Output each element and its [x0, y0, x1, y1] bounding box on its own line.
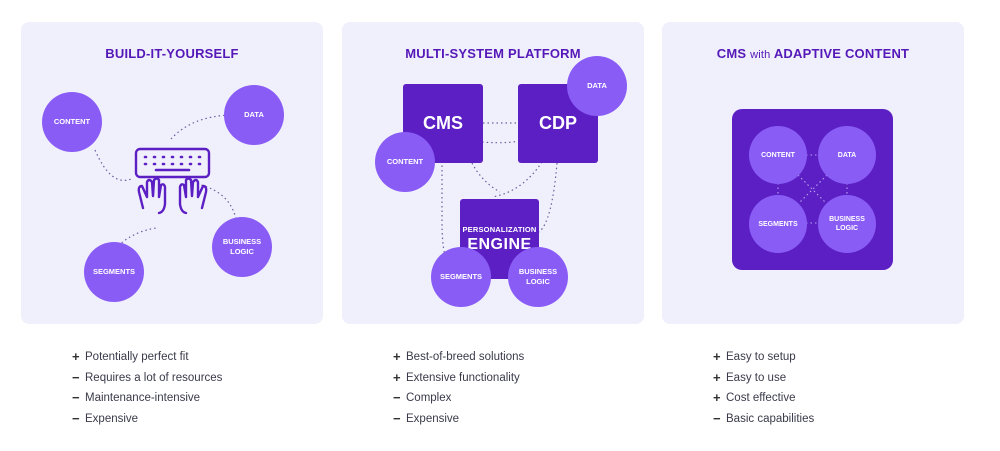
panel-title: CMS with ADAPTIVE CONTENT — [662, 46, 964, 61]
list-item: −Complex — [393, 388, 524, 409]
node-data: DATA — [224, 85, 284, 145]
node-business-logic: BUSINESS LOGIC — [818, 195, 876, 253]
minus-icon: − — [72, 390, 80, 405]
plus-icon: + — [72, 349, 80, 364]
node-segments: SEGMENTS — [431, 247, 491, 307]
minus-icon: − — [72, 410, 80, 426]
node-content: CONTENT — [749, 126, 807, 184]
panel-title: BUILD-IT-YOURSELF — [105, 46, 239, 61]
plus-icon: + — [713, 390, 721, 405]
node-segments: SEGMENTS — [749, 195, 807, 253]
plus-icon: + — [393, 349, 401, 364]
list-item: +Potentially perfect fit — [72, 347, 222, 368]
keyboard-hands-icon — [134, 147, 211, 215]
list-item: +Easy to use — [713, 368, 814, 389]
list-item: +Cost effective — [713, 388, 814, 409]
list-item: +Best-of-breed solutions — [393, 347, 524, 368]
title-rest: ADAPTIVE CONTENT — [773, 46, 910, 61]
minus-icon: − — [713, 410, 721, 426]
title-cms: CMS — [716, 46, 747, 61]
list-item: +Easy to setup — [713, 347, 814, 368]
list-item: +Extensive functionality — [393, 368, 524, 389]
node-data: DATA — [818, 126, 876, 184]
list-item: −Requires a lot of resources — [72, 368, 222, 389]
adaptive-content-container: CONTENT DATA SEGMENTS BUSINESS LOGIC — [732, 109, 893, 270]
list-item: −Basic capabilities — [713, 409, 814, 430]
plus-icon: + — [393, 369, 401, 385]
title-with: with — [750, 49, 771, 61]
minus-icon: − — [72, 369, 80, 385]
connector-lines — [94, 114, 238, 250]
node-content: CONTENT — [42, 92, 102, 152]
list-item: −Maintenance-intensive — [72, 388, 222, 409]
node-business-logic: BUSINESS LOGIC — [212, 217, 272, 277]
pros-cons-list-cms-adaptive: +Easy to setup +Easy to use +Cost effect… — [713, 347, 814, 429]
panel-cms-adaptive-content: CMS with ADAPTIVE CONTENT CONTENT DATA S… — [662, 22, 964, 324]
minus-icon: − — [393, 410, 401, 426]
pros-cons-list-build-it-yourself: +Potentially perfect fit −Requires a lot… — [72, 347, 222, 429]
node-personalization-engine: PERSONALIZATION ENGINE — [460, 199, 539, 279]
panel-multi-system-platform: MULTI-SYSTEM PLATFORM CMS CDP DATA CONTE… — [342, 22, 644, 324]
plus-icon: + — [713, 369, 721, 385]
node-data: DATA — [567, 56, 627, 116]
pros-cons-list-multi-system: +Best-of-breed solutions +Extensive func… — [393, 347, 524, 429]
node-segments: SEGMENTS — [84, 242, 144, 302]
panel-title: MULTI-SYSTEM PLATFORM — [405, 46, 581, 61]
connector-lines — [777, 154, 848, 224]
engine-label: ENGINE — [467, 236, 532, 253]
minus-icon: − — [393, 390, 401, 405]
plus-icon: + — [713, 349, 721, 364]
list-item: −Expensive — [72, 409, 222, 430]
node-content: CONTENT — [375, 132, 435, 192]
list-item: −Expensive — [393, 409, 524, 430]
panel-build-it-yourself: BUILD-IT-YOURSELF CONTENT DATA SEGMENTS … — [21, 22, 323, 324]
node-business-logic: BUSINESS LOGIC — [508, 247, 568, 307]
engine-pre-label: PERSONALIZATION — [462, 225, 537, 234]
